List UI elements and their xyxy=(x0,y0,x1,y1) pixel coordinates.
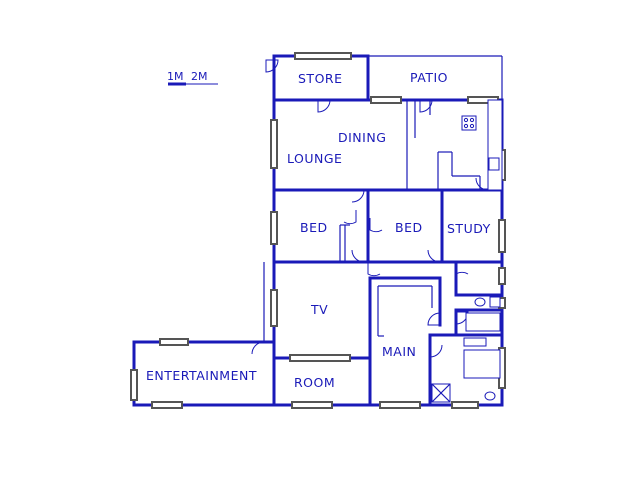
scale-label-2m: 2M xyxy=(191,70,208,83)
door xyxy=(427,312,441,326)
sink xyxy=(488,157,500,171)
toilet xyxy=(474,297,486,307)
door xyxy=(369,218,383,233)
door xyxy=(343,210,357,225)
window xyxy=(379,401,421,409)
door xyxy=(251,341,265,355)
window xyxy=(289,354,351,362)
window xyxy=(270,119,278,169)
room-label-tv: TV xyxy=(310,302,328,317)
window xyxy=(270,289,278,327)
window xyxy=(270,211,278,245)
bath xyxy=(465,312,501,332)
door xyxy=(427,249,441,263)
door xyxy=(265,59,279,73)
room-label-bed-1: BED xyxy=(300,220,328,235)
room-label-store: STORE xyxy=(298,71,343,86)
bath xyxy=(463,349,501,379)
basin xyxy=(489,296,501,308)
door xyxy=(317,99,331,113)
door xyxy=(367,262,381,277)
door xyxy=(455,262,469,275)
room-label-lounge: LOUNGE xyxy=(287,151,342,166)
room-label-room: ROOM xyxy=(294,375,335,390)
window xyxy=(370,96,402,104)
room-label-study: STUDY xyxy=(447,221,491,236)
counter xyxy=(487,99,503,191)
door xyxy=(351,249,365,263)
room-labels: STORE PATIO DINING LOUNGE BED BED STUDY … xyxy=(146,70,491,390)
window xyxy=(291,401,333,409)
door xyxy=(455,311,469,325)
room-label-entertainment: ENTERTAINMENT xyxy=(146,368,257,383)
scale-label-1m: 1M xyxy=(167,70,184,83)
room-label-bed-2: BED xyxy=(395,220,423,235)
room-label-dining: DINING xyxy=(338,130,386,145)
window xyxy=(159,338,189,346)
window xyxy=(294,52,352,60)
door xyxy=(475,177,489,191)
door xyxy=(351,189,365,203)
room-label-main: MAIN xyxy=(382,344,416,359)
door xyxy=(429,344,443,358)
stove xyxy=(461,115,477,131)
room-label-patio: PATIO xyxy=(410,70,448,85)
scale-bar: 1M 2M xyxy=(167,70,218,86)
toilet xyxy=(484,391,496,401)
window xyxy=(151,401,183,409)
doors xyxy=(251,59,489,358)
door xyxy=(419,99,433,113)
fixtures xyxy=(339,99,503,403)
window xyxy=(130,369,138,401)
window xyxy=(498,219,506,253)
window xyxy=(451,401,479,409)
basin xyxy=(463,337,487,347)
window xyxy=(498,267,506,285)
